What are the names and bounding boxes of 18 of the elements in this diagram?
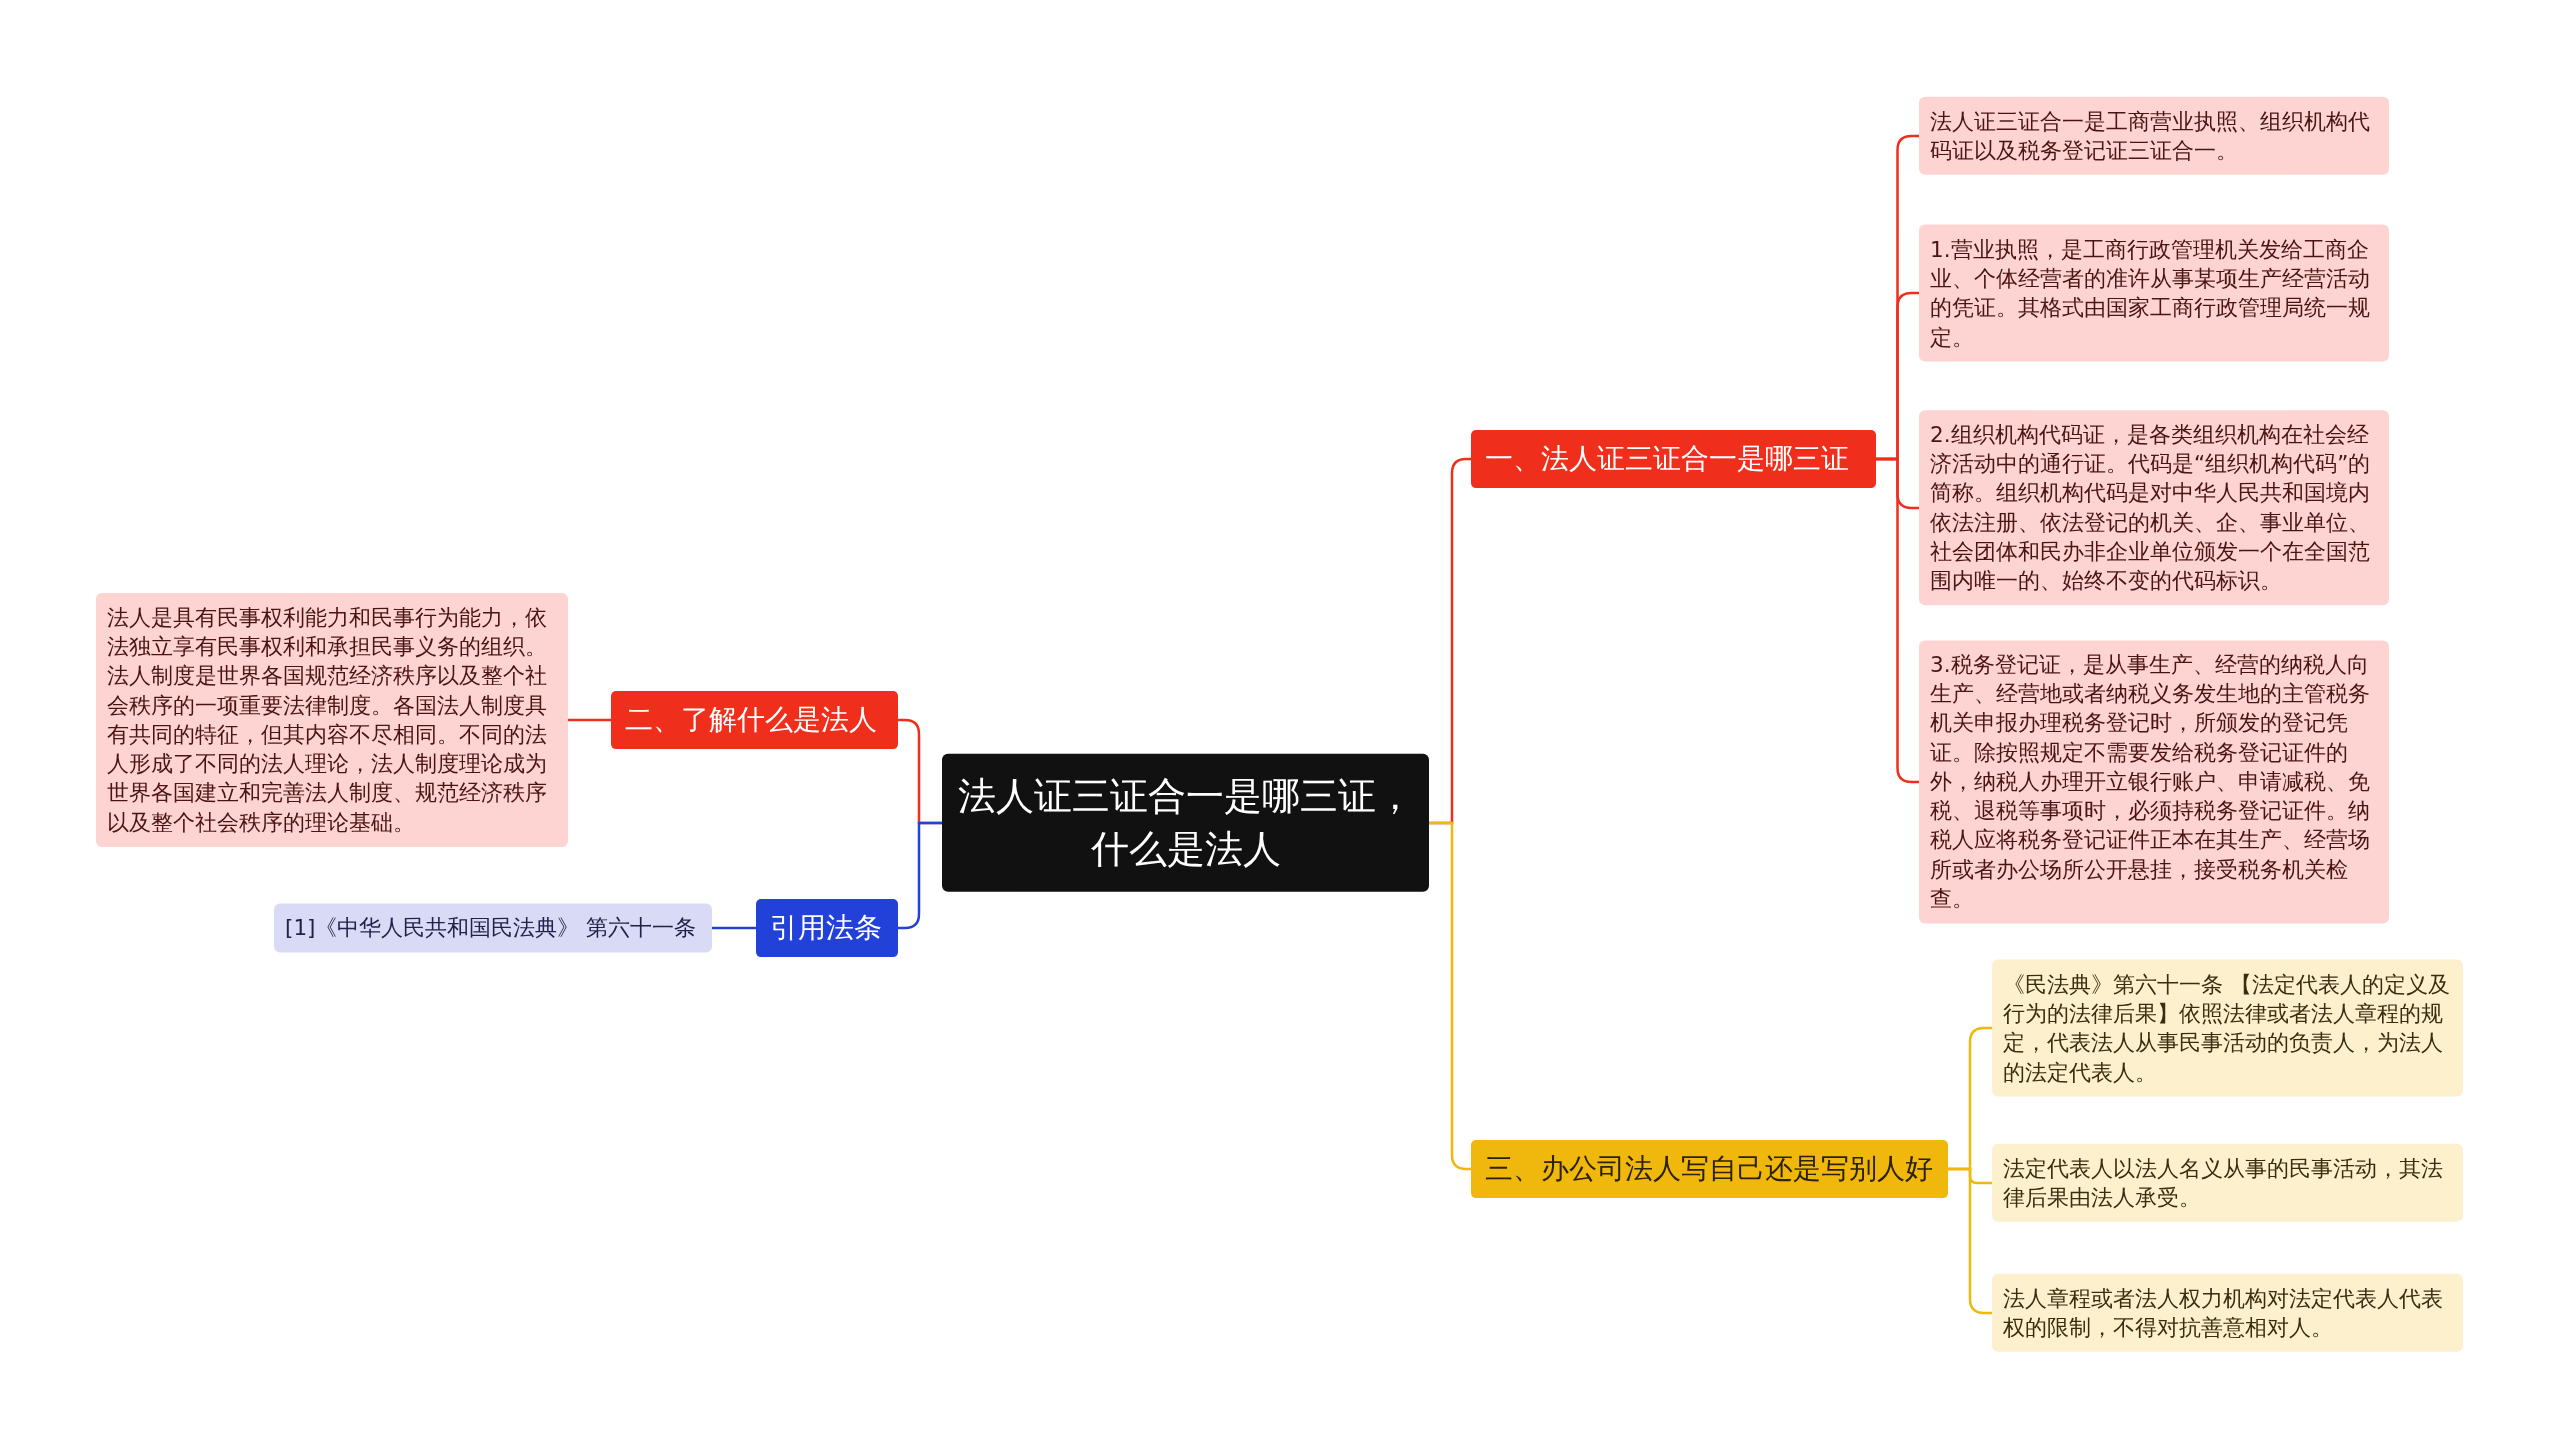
note-box: 法人是具有民事权利能力和民事行为能力，依法独立享有民事权利和承担民事义务的组织。法人制度是世界各国规范经济秩序以及整个社会秩序的一项重要法律制度。各国法人制度具有共同的特征，但其内容不尽相同。不同的法人形成了不同的法人理论，法人制度理论成为世界各国建立和完善法人制度、规范经济秩序以及整个社会秩序的理论基础。 bbox=[96, 593, 568, 847]
connector-line bbox=[712, 926, 756, 930]
branch-topic: 引用法条 bbox=[756, 899, 898, 957]
connector-line bbox=[1948, 1167, 1992, 1315]
note-box: 2.组织机构代码证，是各类组织机构在社会经济活动中的通行证。代码是“组织机构代码”的简称。组织机构代码是对中华人民共和国境内依法注册、依法登记的机关、企、事业单位、社会团体和民办非企业单位颁发一个在全国范围内唯一的、始终不变的代码标识。 bbox=[1919, 410, 2389, 606]
note-box: 《民法典》第六十一条 【法定代表人的定义及行为的法律后果】依照法律或者法人章程的规定，代表法人从事民事活动的负责人，为法人的法定代表人。 bbox=[1992, 959, 2463, 1097]
connector-line bbox=[898, 821, 942, 930]
branch-topic: 二、了解什么是法人 bbox=[611, 691, 898, 749]
central-topic: 法人证三证合一是哪三证，什么是法人 bbox=[942, 753, 1429, 893]
note-box: [1]《中华人民共和国民法典》 第六十一条 bbox=[274, 903, 712, 953]
branch-topic: 三、办公司法人写自己还是写别人好 bbox=[1471, 1140, 1948, 1198]
note-box: 法定代表人以法人名义从事的民事活动，其法律后果由法人承受。 bbox=[1992, 1143, 2463, 1223]
note-box: 3.税务登记证，是从事生产、经营的纳税人向生产、经营地或者纳税义务发生地的主管税务机关申报办理税务登记时，所颁发的登记凭证。除按照规定不需要发给税务登记证件的外，纳税人办理开立银行账户、申请减税、免税、退税等事项时，必须持税务登记证件。纳税人应将税务登记证件正本在其生产、经营场所或者办公场所公开悬挂，接受税务机关检查。 bbox=[1919, 640, 2389, 924]
note-box: 法人章程或者法人权力机构对法定代表人代表权的限制，不得对抗善意相对人。 bbox=[1992, 1273, 2463, 1353]
note-box: 1.营业执照，是工商行政管理机关发给工商企业、个体经营者的准许从事某项生产经营活动的凭证。其格式由国家工商行政管理局统一规定。 bbox=[1919, 224, 2389, 362]
branch-topic: 一、法人证三证合一是哪三证 bbox=[1471, 430, 1876, 488]
note-box: 法人证三证合一是工商营业执照、组织机构代码证以及税务登记证三证合一。 bbox=[1919, 96, 2389, 176]
connector-line bbox=[568, 718, 611, 722]
